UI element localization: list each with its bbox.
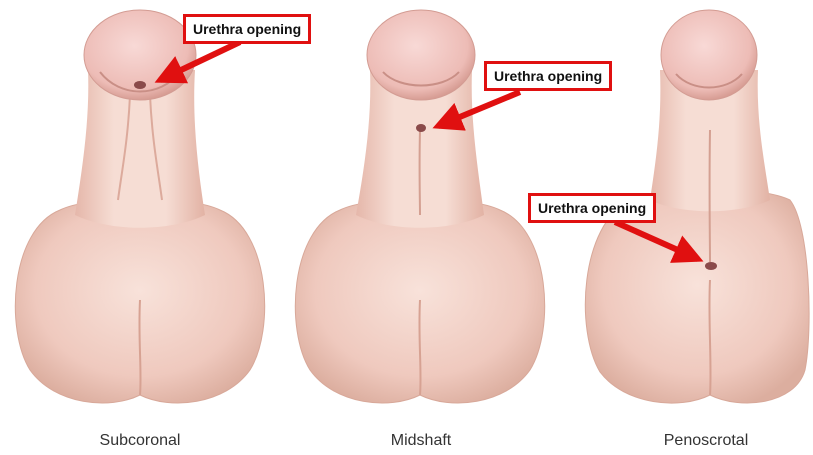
panel-subcoronal [15, 10, 264, 403]
label-midshaft: Midshaft [321, 432, 521, 450]
urethra-opening-midshaft [416, 124, 426, 132]
callout-midshaft: Urethra opening [484, 61, 612, 91]
callout-subcoronal: Urethra opening [183, 14, 311, 44]
urethra-opening-penoscrotal [705, 262, 717, 270]
urethra-opening-subcoronal [134, 81, 146, 89]
label-subcoronal: Subcoronal [40, 432, 240, 450]
callout-penoscrotal: Urethra opening [528, 193, 656, 223]
label-penoscrotal: Penoscrotal [606, 432, 806, 450]
